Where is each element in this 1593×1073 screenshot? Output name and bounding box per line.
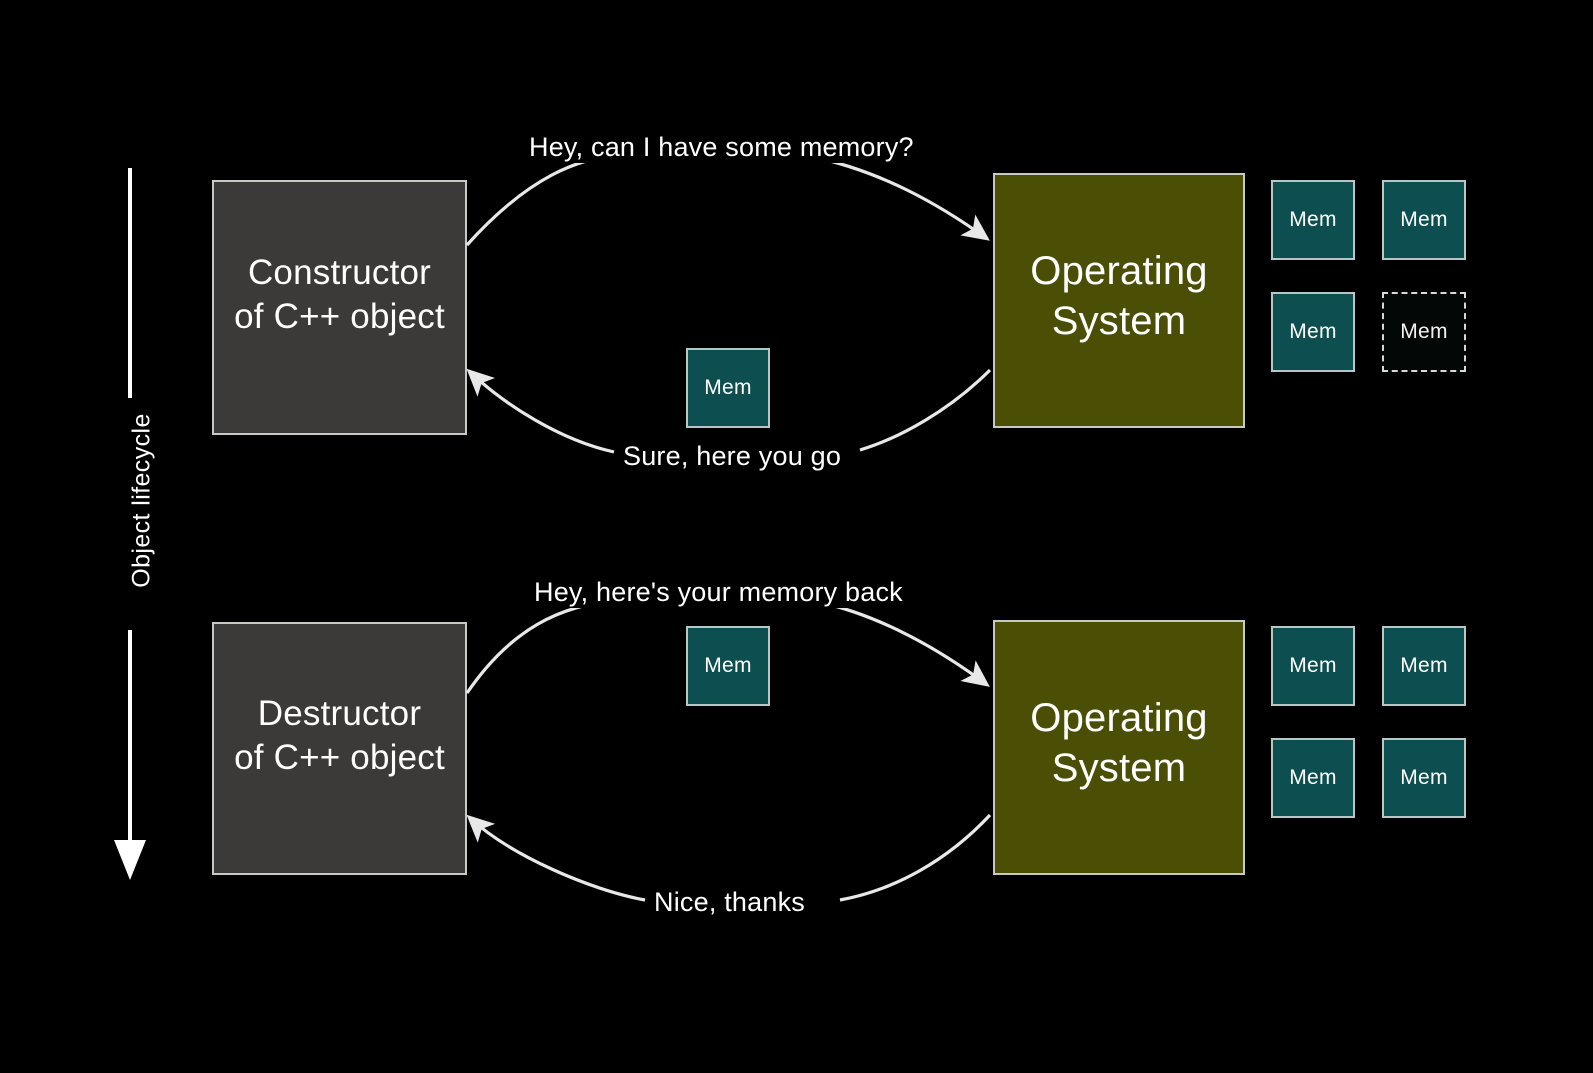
label-return-memory: Hey, here's your memory back — [528, 577, 909, 608]
mem-pool-bottom-slot-1[interactable]: Mem — [1271, 626, 1355, 706]
arrow-return-bottom-left — [465, 598, 623, 694]
arrow-request-top-right — [807, 154, 990, 241]
arrow-return-bottom-right — [817, 600, 990, 687]
lifecycle-arrow-icon — [114, 168, 146, 880]
mem-pool-top-slot-4-empty[interactable]: Mem — [1382, 292, 1466, 372]
os-bottom-line-1: Operating — [1030, 695, 1208, 740]
constructor-line-2: of C++ object — [234, 296, 445, 336]
arrow-ack-bottom-right — [839, 813, 992, 902]
mem-block-label: Mem — [1400, 320, 1448, 343]
mem-block-in-transit-top[interactable]: Mem — [686, 348, 770, 428]
label-reply-here-you-go: Sure, here you go — [617, 441, 848, 472]
arrow-reply-top-left — [466, 368, 615, 454]
mem-pool-bottom-slot-2[interactable]: Mem — [1382, 626, 1466, 706]
arrow-reply-top-right — [859, 368, 992, 452]
mem-pool-top-slot-1[interactable]: Mem — [1271, 180, 1355, 260]
operating-system-box-bottom[interactable]: Operating System — [993, 620, 1245, 875]
object-lifecycle-axis: Object lifecycle — [108, 168, 168, 880]
mem-block-label: Mem — [1400, 766, 1448, 789]
destructor-line-2: of C++ object — [234, 737, 445, 777]
os-top-line-2: System — [1051, 298, 1187, 343]
mem-pool-top-slot-2[interactable]: Mem — [1382, 180, 1466, 260]
operating-system-box-top[interactable]: Operating System — [993, 173, 1245, 428]
os-top-line-1: Operating — [1030, 248, 1208, 293]
mem-block-label: Mem — [1400, 208, 1448, 231]
label-request-memory: Hey, can I have some memory? — [523, 132, 920, 163]
arrow-request-top-left — [465, 153, 621, 247]
destructor-line-1: Destructor — [257, 693, 422, 733]
mem-pool-top-slot-3[interactable]: Mem — [1271, 292, 1355, 372]
mem-block-label: Mem — [1400, 654, 1448, 677]
destructor-box[interactable]: Destructor of C++ object — [212, 622, 467, 875]
constructor-line-1: Constructor — [247, 252, 432, 292]
mem-pool-bottom-slot-3[interactable]: Mem — [1271, 738, 1355, 818]
arrow-ack-bottom-left — [466, 814, 646, 902]
object-lifecycle-label: Object lifecycle — [127, 413, 156, 588]
mem-block-label: Mem — [1289, 208, 1337, 231]
mem-block-label: Mem — [1289, 654, 1337, 677]
mem-block-label: Mem — [1289, 320, 1337, 343]
constructor-box[interactable]: Constructor of C++ object — [212, 180, 467, 435]
mem-block-label: Mem — [704, 376, 752, 399]
label-ack-nice-thanks: Nice, thanks — [648, 887, 811, 918]
mem-block-label: Mem — [704, 654, 752, 677]
mem-block-label: Mem — [1289, 766, 1337, 789]
mem-block-in-transit-bottom[interactable]: Mem — [686, 626, 770, 706]
os-bottom-line-2: System — [1051, 745, 1187, 790]
mem-pool-bottom-slot-4[interactable]: Mem — [1382, 738, 1466, 818]
